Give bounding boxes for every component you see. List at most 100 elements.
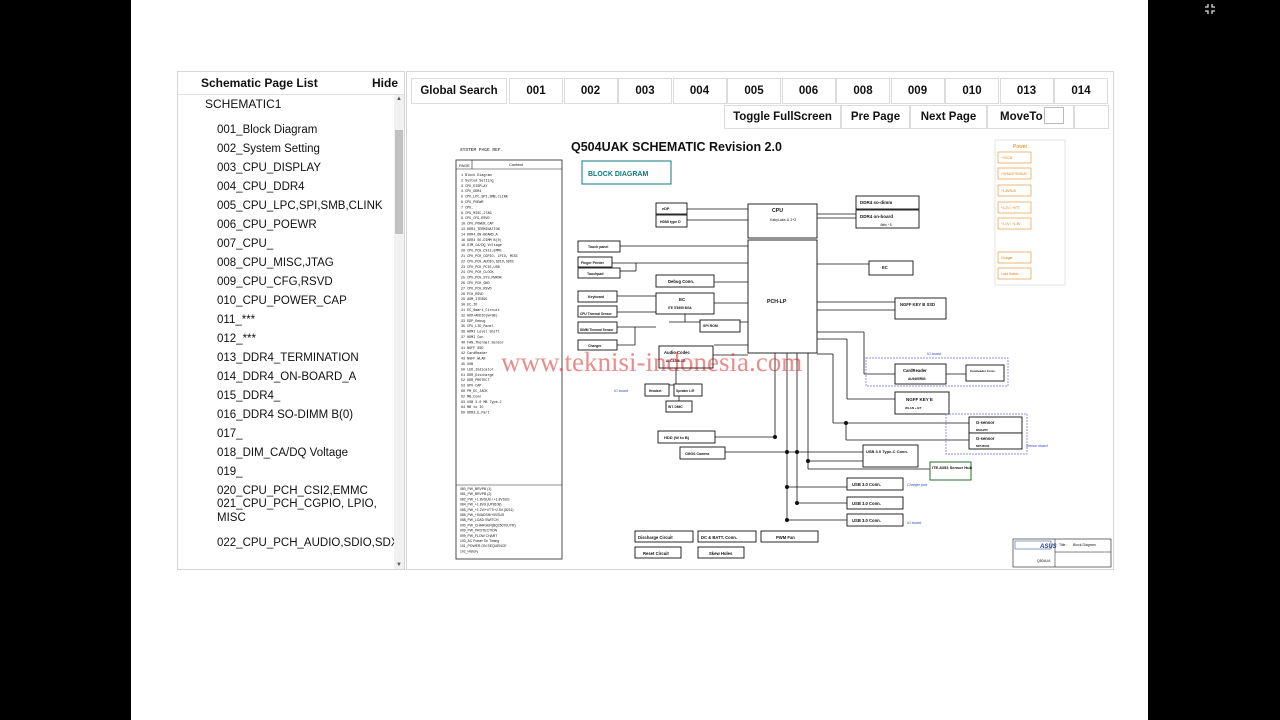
power-page-line: 099_PW_FLOW CHART (460, 534, 497, 538)
power-page-line: 101_POWER-ON SEQUENCE (460, 544, 507, 548)
page-tab-004[interactable]: 004 (672, 78, 727, 104)
global-search-button[interactable]: Global Search (411, 78, 507, 104)
power-item-box (997, 201, 1032, 214)
power-item-box (997, 217, 1032, 230)
page-list-item[interactable]: 008_CPU_MISC,JTAG (217, 257, 334, 269)
page-ref-line: 28 PCH_RSVD (461, 293, 483, 297)
title-block-model: Q504UA (1037, 559, 1051, 563)
page-list-item[interactable]: 018_DIM_CA/DQ Voltage (217, 447, 349, 459)
spi-rom-label: SPI ROM (703, 324, 718, 328)
page-tab-006[interactable]: 006 (781, 78, 836, 104)
tree-root[interactable]: SCHEMATIC1 (205, 97, 282, 111)
pre-page-button[interactable]: Pre Page (841, 105, 910, 129)
page-list-item[interactable]: 004_CPU_DDR4 (217, 181, 305, 193)
dc-batt-label: DC & BATT. Conn. (701, 535, 737, 540)
power-item-label: +1.2V / +VTT (1001, 206, 1020, 210)
power-item-box (997, 267, 1032, 280)
asus-logo: ASUS (1039, 544, 1057, 550)
page-list-item[interactable]: 007_CPU_ (217, 238, 274, 250)
power-item-box (997, 151, 1032, 164)
page-tab-014[interactable]: 014 (1054, 78, 1108, 104)
page-ref-line: 29 ASM_ITE895 (461, 298, 487, 302)
scrollbar-thumb[interactable] (395, 130, 403, 234)
gsensor2-sub-label: MPU6500 (976, 444, 990, 448)
io-board-label-1: IO board (614, 389, 629, 393)
power-item-label: Charger (1001, 256, 1013, 260)
page-list-item[interactable]: 020_CPU_PCH_CSI2,EMMC (217, 485, 368, 497)
page-list-item[interactable]: 003_CPU_DISPLAY (217, 162, 321, 174)
page-list-item[interactable]: 013_DDR4_TERMINATION (217, 352, 359, 364)
gsensor1-label: G-sensor (976, 420, 995, 425)
page-list-item[interactable]: 015_DDR4_ (217, 390, 281, 402)
block-diagram-box (581, 160, 672, 185)
page-tab-001[interactable]: 001 (509, 78, 563, 104)
page-tab-003[interactable]: 003 (618, 78, 672, 104)
cardreader-label: CardReader (903, 368, 927, 373)
usb1-label: USB 3.0 Conn. (852, 482, 881, 487)
page-ref-line: 22 CPU_PCH_AUDIO,SDIO,SDXC (461, 260, 514, 264)
edp-label: eDP (662, 207, 670, 211)
page-list-item[interactable]: 021_CPU_PCH_CGPIO, LPIO, MISC (217, 498, 377, 524)
page-list-item[interactable]: 006_CPU_POEWR (217, 219, 317, 231)
page-list-item[interactable]: 009_CPU_CFG,RSVD (217, 276, 333, 288)
toggle-fullscreen-button[interactable]: Toggle FullScreen (724, 105, 841, 129)
schematic-title: Q504UAK SCHEMATIC Revision 2.0 (571, 140, 782, 154)
usb3-label: USB 3.0 Conn. (852, 518, 881, 523)
charger-block-label: Charger (588, 344, 602, 348)
power-page-line: 090_PW_CHARGER(BQ25070UYR) (460, 523, 516, 527)
ec-sub-label: ITE IT8995 BGA (668, 306, 692, 310)
io-board-label-3: IO board (907, 521, 922, 525)
page-list-item[interactable]: 016_DDR4 SO-DIMM B(0) (217, 409, 354, 421)
page-list-item[interactable]: 002_System Setting (217, 143, 320, 155)
page-tab-005[interactable]: 005 (727, 78, 781, 104)
page-tab-010[interactable]: 010 (945, 78, 999, 104)
speaker-label: Speaker L/R (676, 389, 695, 393)
power-page-line: 081_PW_BRVPB (2) (460, 492, 491, 496)
ec-right-label: EC (882, 265, 888, 270)
fullscreen-exit-icon[interactable] (1204, 3, 1216, 15)
next-page-button[interactable]: Next Page (910, 105, 987, 129)
page-list-item[interactable]: 014_DDR4_ON-BOARD_A (217, 371, 357, 383)
page-ref-line: 27 CPU_PCH_RSVD (461, 287, 492, 291)
touch-panel-label: Touch panel (588, 245, 608, 249)
cpu-label: CPU (772, 208, 783, 214)
page-ref-line: 60 PM_DC_JACK (461, 390, 488, 394)
move-to-input[interactable] (1044, 107, 1064, 124)
page-tab-013[interactable]: 013 (999, 78, 1054, 104)
sensor-hub-label: ITE-8353 Sensor Hub (932, 465, 973, 470)
power-item-label: Load Switch (1001, 272, 1019, 276)
ngff-wifi-label: NGFF KEY E (906, 397, 933, 402)
io-board-label-2: IO board (927, 352, 942, 356)
power-item-label: +1.8VSUS (1001, 189, 1016, 193)
page-list-item[interactable]: 012_*** (217, 333, 257, 345)
page-tab-009[interactable]: 009 (890, 78, 945, 104)
scroll-down-icon[interactable]: ▼ (396, 562, 402, 568)
hide-sidebar-button[interactable]: Hide (371, 76, 398, 90)
page-list-item[interactable]: 010_CPU_POWER_CAP (217, 295, 347, 307)
sidebar-scrollbar[interactable]: ▲ ▼ (394, 95, 404, 569)
page-ref-line: 42 CardReader (461, 351, 487, 356)
page-list-item[interactable]: 019_ (217, 466, 243, 478)
power-page-line: 082_PW_+1.8VSUS / +1.8VSUS (460, 497, 510, 501)
page-list-item[interactable]: 001_Block Diagram (217, 124, 318, 136)
scroll-up-icon[interactable]: ▲ (396, 96, 402, 102)
page-ref-line: 40 FAN_Thermal Sensor (461, 340, 504, 345)
page-tab-008[interactable]: 008 (836, 78, 890, 104)
sensor-board-label: Sensor board (1026, 444, 1049, 448)
cmos-camera-label: CMOS Camera (685, 452, 709, 456)
page-tab-002[interactable]: 002 (563, 78, 618, 104)
page-list-item[interactable]: 017_ (217, 428, 243, 440)
page-ref-line: 13 DDR4_TERMINATION (461, 228, 500, 232)
page-list-item[interactable]: 011_*** (217, 314, 256, 326)
power-item-box (997, 167, 1032, 180)
page-ref-line: 35 CPU_LID_Panel (461, 324, 494, 329)
page-ref-line: 37 HDMI Con (461, 336, 483, 340)
move-to-go-button[interactable] (1074, 105, 1109, 129)
gsensor1-sub-label: BMA255 (976, 428, 988, 432)
power-page-line: 084_PW_+1.8VS (UP8108) (460, 503, 502, 507)
page-list-item[interactable]: 022_CPU_PCH_AUDIO,SDIO,SDXC (217, 537, 394, 549)
page-list[interactable]: SCHEMATIC1 001_Block Diagram 002_System S… (178, 95, 394, 569)
power-page-line: 088_PW_LOAD SWITCH (460, 518, 499, 522)
page-list-item[interactable]: 005_CPU_LPC,SPI,SMB,CLINK (217, 200, 383, 212)
